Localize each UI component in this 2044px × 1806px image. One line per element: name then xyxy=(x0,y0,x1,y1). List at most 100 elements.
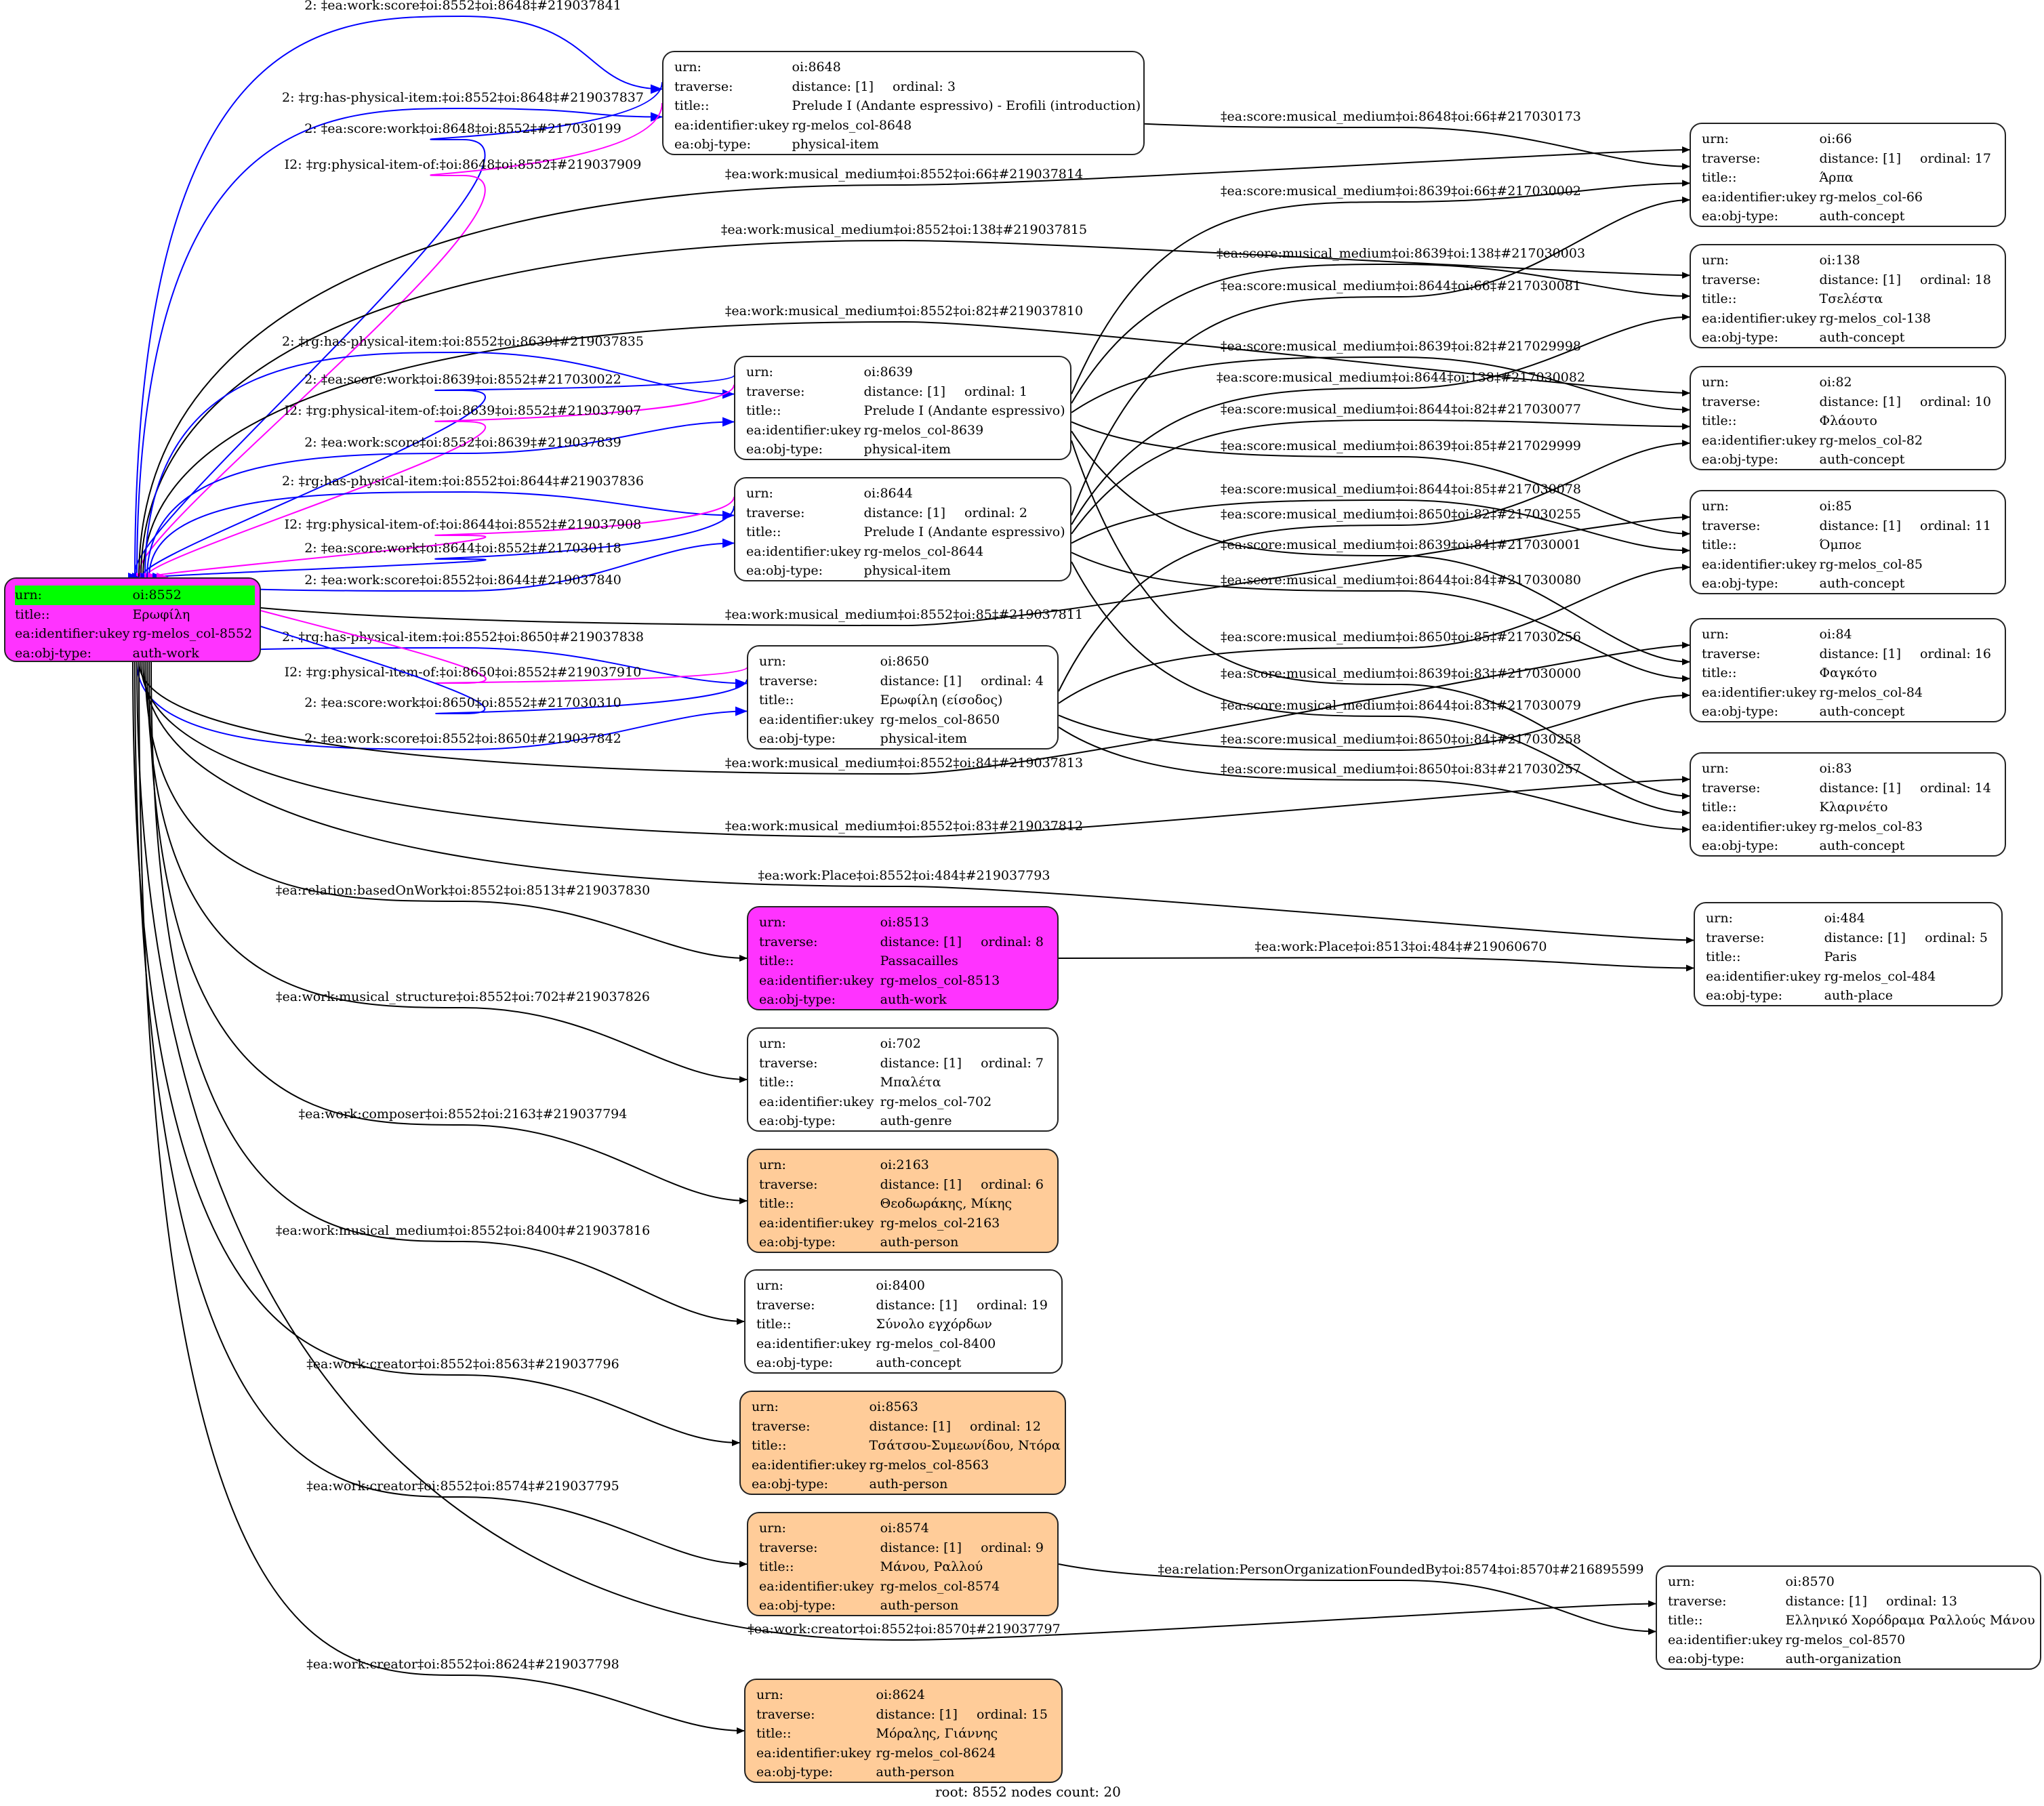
edge-label: ‡ea:work:musical_medium‡oi:8552‡oi:8400‡… xyxy=(276,1223,650,1238)
urn-key: urn: xyxy=(759,915,786,930)
ordinal-value: ordinal: 18 xyxy=(1919,272,1992,287)
edge-label: ‡ea:score:musical_medium‡oi:8639‡oi:83‡#… xyxy=(1221,666,1581,681)
urn-row: urn:oi:2163 xyxy=(759,1155,1046,1175)
edge-label: ‡ea:score:musical_medium‡oi:8650‡oi:84‡#… xyxy=(1221,732,1581,747)
title-key: title:: xyxy=(746,525,781,539)
edge-8639-to-66 xyxy=(1071,180,1690,394)
ukey-key: ea:identifier:ukey xyxy=(1702,684,1817,700)
edge-label: 2: ‡ea:score:work‡oi:8648‡oi:8552‡#21703… xyxy=(304,121,621,136)
traverse-key: traverse: xyxy=(759,1055,818,1071)
urn-key: urn: xyxy=(759,1157,786,1172)
urn-row: urn:oi:83 xyxy=(1702,759,1994,779)
urn-value: oi:8574 xyxy=(880,1521,929,1536)
objtype-key: ea:obj-type: xyxy=(1668,1651,1745,1666)
title-value: Prelude I (Andante espressivo) xyxy=(863,403,1065,418)
ukey-key: ea:identifier:ukey xyxy=(746,543,861,559)
edge-8574-to-8570 xyxy=(1058,1563,1656,1635)
urn-key: urn: xyxy=(1706,911,1733,926)
traverse-key: traverse: xyxy=(746,505,805,520)
edge-label: ‡ea:score:musical_medium‡oi:8639‡oi:82‡#… xyxy=(1221,339,1581,354)
edge-8639-to-84 xyxy=(1071,430,1690,665)
title-value: Άρπα xyxy=(1819,170,1854,185)
urn-key: urn: xyxy=(1702,499,1729,514)
objtype-key: ea:obj-type: xyxy=(1706,988,1783,1003)
edge-label: 2: ‡rg:has-physical-item:‡oi:8552‡oi:865… xyxy=(282,630,644,644)
urn-key: urn: xyxy=(756,1687,783,1702)
edge-8644-to-82 xyxy=(1071,419,1690,535)
urn-key: urn: xyxy=(15,586,133,605)
edge-label: ‡ea:score:musical_medium‡oi:8644‡oi:83‡#… xyxy=(1221,698,1581,713)
title-row: title::Όμποε xyxy=(1702,535,1994,555)
objtype-key: ea:obj-type: xyxy=(752,1477,829,1492)
title-row: title::Φλάουτο xyxy=(1702,411,1994,431)
title-row: title::Prelude I (Andante espressivo) xyxy=(746,522,1068,542)
urn-key: urn: xyxy=(746,365,773,379)
urn-value: oi:8650 xyxy=(880,654,929,669)
urn-row: urn:oi:8513 xyxy=(759,913,1046,932)
ordinal-value: ordinal: 17 xyxy=(1919,150,1992,166)
edge-label: ‡ea:work:creator‡oi:8552‡oi:8570‡#219037… xyxy=(748,1622,1060,1637)
edge-8644-to-85 xyxy=(1071,499,1690,554)
title-row: title::Φαγκότο xyxy=(1702,663,1994,683)
edge-8639-to-85 xyxy=(1071,421,1690,537)
objtype-value: auth-place xyxy=(1824,988,1893,1003)
edge-label: I2: ‡rg:physical-item-of:‡oi:8639‡oi:855… xyxy=(285,403,642,418)
ukey-value: rg-melos_col-66 xyxy=(1819,189,1923,205)
urn-value: oi:8648 xyxy=(792,60,841,75)
traverse-row: traverse:distance: [1]ordinal: 17 xyxy=(1702,149,1994,169)
edge-label: ‡ea:work:Place‡oi:8513‡oi:484‡#219060670 xyxy=(1255,939,1547,954)
urn-value: oi:8563 xyxy=(869,1399,918,1414)
ukey-value: rg-melos_col-82 xyxy=(1819,432,1923,448)
urn-value: oi:8570 xyxy=(1785,1574,1835,1589)
urn-value: oi:83 xyxy=(1819,761,1852,776)
edge-8644-to-84 xyxy=(1071,552,1690,682)
title-value: Θεοδωράκης, Μίκης xyxy=(880,1196,1013,1211)
ukey-key: ea:identifier:ukey xyxy=(759,1578,874,1594)
title-row: title::Θεοδωράκης, Μίκης xyxy=(759,1194,1046,1214)
urn-key: urn: xyxy=(1702,627,1729,642)
urn-value: oi:82 xyxy=(1819,375,1852,390)
title-value: Κλαρινέτο xyxy=(1819,800,1888,815)
objtype-row: ea:obj-type:auth-concept xyxy=(756,1353,1050,1373)
title-key: title:: xyxy=(1706,949,1741,964)
title-key: title:: xyxy=(759,693,794,707)
ukey-key: ea:identifier:ukey xyxy=(752,1457,867,1473)
edge-8648-to-8552 xyxy=(131,82,663,582)
objtype-value: auth-person xyxy=(869,1477,948,1492)
objtype-row: ea:obj-type:auth-concept xyxy=(1702,450,1994,470)
edge-8650-to-82 xyxy=(1058,439,1690,692)
ukey-key: ea:identifier:ukey xyxy=(759,1094,874,1109)
objtype-row: ea:obj-type: auth-person xyxy=(752,1475,1063,1494)
objtype-row: ea:obj-type: auth-place xyxy=(1706,986,1990,1006)
title-row: title::Άρπα xyxy=(1702,168,1994,188)
ukey-value: rg-melos_col-138 xyxy=(1819,310,1931,326)
